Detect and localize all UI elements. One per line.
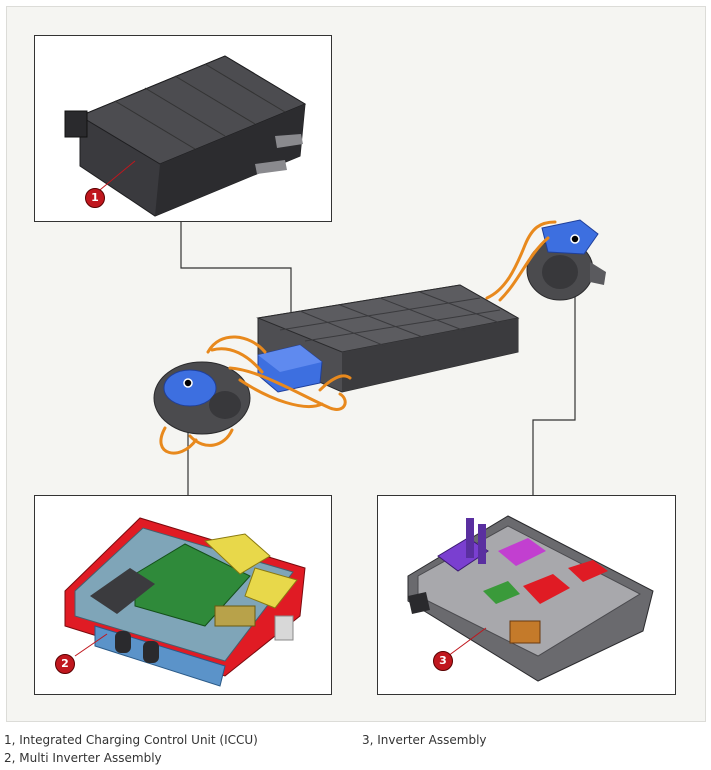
- front-motor: [153, 361, 251, 435]
- leader-line-inverter: [532, 239, 576, 496]
- battery-pack: [256, 284, 520, 393]
- callout-box-iccu: 1: [34, 35, 332, 222]
- legend-item-3: 3, Inverter Assembly: [362, 733, 487, 747]
- hv-cables: [159, 220, 557, 455]
- callout-badge-1: 1: [85, 188, 105, 208]
- legend-item-2: 2, Multi Inverter Assembly: [4, 751, 162, 765]
- callout-box-multi-inverter: 2: [34, 495, 332, 695]
- legend-item-1: 1, Integrated Charging Control Unit (ICC…: [4, 733, 258, 747]
- callout-badge-2: 2: [55, 654, 75, 674]
- leader-line-iccu: [180, 221, 292, 312]
- dot-multi-inverter: [183, 378, 193, 388]
- multi-inverter-illustration: [64, 517, 306, 687]
- legend-left: 1, Integrated Charging Control Unit (ICC…: [4, 731, 258, 767]
- dot-inverter: [570, 234, 580, 244]
- callout-badge-3: 3: [433, 651, 453, 671]
- callout-box-inverter: 3: [377, 495, 676, 695]
- iccu-illustration: [64, 55, 307, 217]
- rear-motor: [526, 219, 606, 301]
- inverter-illustration: [407, 515, 654, 682]
- legend-right: 3, Inverter Assembly: [362, 731, 487, 749]
